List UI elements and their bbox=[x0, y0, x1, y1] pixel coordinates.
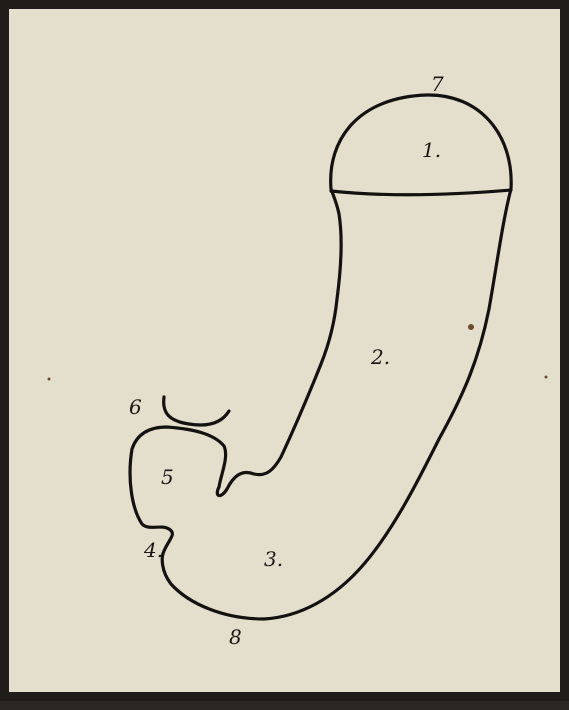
ink-speck bbox=[48, 378, 51, 381]
label-region-3: 3. bbox=[264, 547, 283, 571]
fundus-divider-line bbox=[331, 190, 511, 195]
label-region-1: 1. bbox=[422, 138, 441, 162]
label-point-6: 6 bbox=[129, 395, 142, 419]
ink-speck bbox=[545, 376, 548, 379]
pylorus-arc bbox=[164, 397, 229, 425]
label-point-8: 8 bbox=[229, 625, 242, 649]
label-point-4: 4. bbox=[143, 538, 163, 562]
label-region-2: 2. bbox=[370, 345, 390, 369]
stomach-outline bbox=[130, 95, 511, 619]
ink-speck bbox=[468, 324, 474, 330]
label-region-5: 5 bbox=[161, 465, 174, 489]
label-point-7: 7 bbox=[431, 72, 444, 96]
stomach-diagram: 1. 2. 3. 4. 5 6 7 8 bbox=[9, 9, 569, 710]
